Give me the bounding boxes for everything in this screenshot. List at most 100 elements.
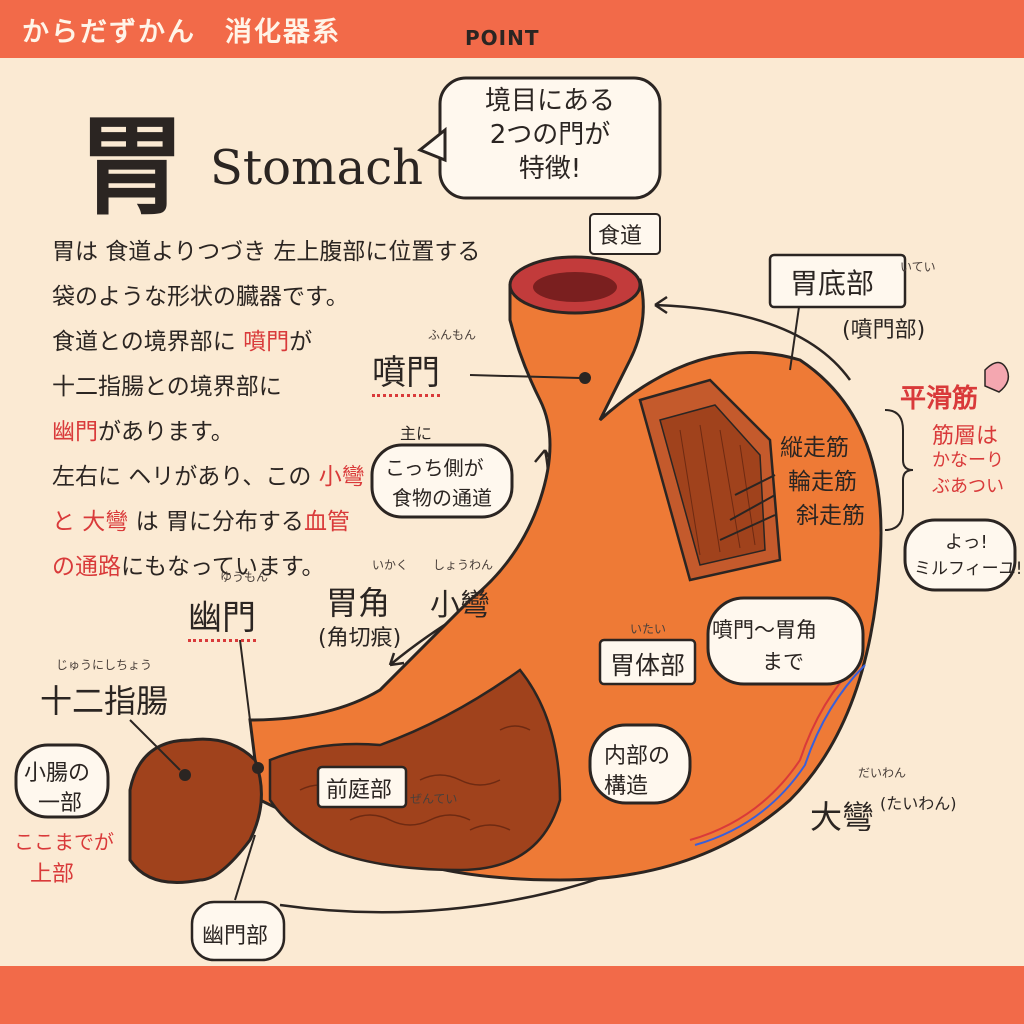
food-path-bubble [370, 443, 514, 519]
label-duodenum-reading: じゅうにしちょう [56, 658, 153, 672]
label-cheer-2: ミルフィーユ! [914, 559, 1023, 579]
label-greater-reading: だいわん [858, 766, 907, 780]
esophagus-lumen [533, 272, 617, 302]
description-pylorus: 幽門 [52, 419, 98, 445]
point-bubble-tail [417, 126, 447, 163]
description-line-3a: 食道との境界部に [52, 329, 244, 355]
point-bubble-text: 境目にある 2つの門が 特徴! [440, 84, 660, 186]
label-pylorus-reading: ゆうもん [220, 570, 269, 584]
label-fundus-alt: (噴門部) [842, 318, 926, 343]
antrum-box [316, 765, 408, 809]
description-vessels: 血管 [303, 509, 350, 535]
label-up-to-here-2: 上部 [30, 862, 75, 887]
label-food-path-2: 食物の通道 [392, 486, 492, 510]
description-line-5: 幽門があります。 [52, 410, 522, 455]
description-line-6: 左右に ヘリがあり、この 小彎 [52, 455, 522, 500]
title-kanji: 胃 [78, 104, 187, 230]
label-longitudinal: 縦走筋 [780, 435, 849, 461]
label-body: 胃体部 [610, 651, 686, 680]
description-line-5b: があります。 [98, 419, 234, 445]
label-angle: 胃角 [326, 584, 391, 622]
label-fundus-reading: いてい [900, 260, 936, 274]
body-box [598, 638, 697, 686]
label-greater-alt: (たいわん) [880, 794, 957, 813]
description-line-4: 十二指腸との境界部に [52, 374, 282, 400]
label-muscle-layer-2: かなーり [932, 450, 1004, 471]
description-line-2: 袋のような形状の臓器です。 [52, 284, 349, 310]
pyloric-part-bubble [190, 900, 286, 962]
blood-vessels [689, 659, 866, 846]
fundus-arrowhead [654, 295, 668, 315]
label-body-reading: いたい [630, 622, 667, 636]
description-line-7: と 大彎 は 胃に分布する血管 [52, 500, 522, 545]
point-label: POINT [465, 26, 540, 50]
cardia-marker [579, 372, 591, 384]
label-food-path-1: こっち側が [385, 456, 484, 480]
muscle-bracket [884, 409, 914, 531]
duodenum-marker [179, 769, 191, 781]
label-lesser-curvature: 小彎 [430, 588, 490, 623]
small-intestine-bubble [14, 743, 110, 819]
body-range-bubble [706, 596, 865, 686]
leader-lines [129, 299, 801, 901]
label-mainly: 主に [400, 424, 433, 443]
title-english: Stomach [210, 140, 423, 196]
label-oblique: 斜走筋 [796, 503, 865, 529]
label-antrum-reading: ぜんてい [410, 792, 458, 806]
cheer-bubble [903, 518, 1017, 592]
label-muscle-layer-1: 筋層は [932, 424, 999, 449]
label-cheer-1: よっ! [945, 532, 988, 553]
point-line-2: 2つの門が [489, 120, 611, 150]
label-inner-1: 内部の [604, 744, 671, 769]
label-angle-reading: いかく [372, 558, 409, 572]
description-line-8: の通路にもなっています。 [52, 545, 522, 590]
pylorus-marker [252, 762, 264, 774]
description-line-8b: にもなっています。 [121, 554, 325, 580]
footer-banner [0, 966, 1024, 1024]
label-up-to-here-1: ここまでが [14, 830, 114, 854]
esophagus-box [589, 213, 661, 255]
label-pylorus: 幽門 [188, 590, 256, 642]
description-line-6a: 左右に ヘリがあり、この [52, 464, 319, 490]
label-small-intestine-2: 一部 [38, 791, 83, 816]
description-line-3: 食道との境界部に 噴門が [52, 320, 522, 365]
description-greater: と 大彎 [52, 509, 129, 535]
header-banner: からだずかん 消化器系 [0, 0, 1024, 58]
description-line-1: 胃は 食道よりつづき 左上腹部に位置する [52, 239, 481, 265]
label-greater-curvature: 大彎 [810, 798, 875, 836]
fundus-box [768, 253, 907, 309]
label-smooth-muscle: 平滑筋 [900, 384, 979, 414]
point-line-3: 特徴! [518, 154, 582, 184]
label-lesser-reading: しょうわん [433, 558, 494, 572]
angle-arrowhead [388, 652, 405, 667]
label-small-intestine-1: 小腸の [24, 761, 91, 786]
label-inner-2: 構造 [604, 774, 649, 799]
label-cardia: 噴門 [372, 345, 440, 397]
label-fundus: 胃底部 [790, 267, 875, 300]
label-esophagus: 食道 [598, 224, 643, 249]
duodenum [128, 737, 263, 884]
description-line-7b: は 胃に分布する [128, 509, 304, 535]
label-angle-alt: (角切痕) [318, 626, 402, 651]
inner-lining-cutaway [268, 668, 562, 872]
label-cardia-reading: ふんもん [428, 328, 477, 342]
description-line-3c: が [289, 329, 313, 355]
description-cardia: 噴門 [243, 329, 290, 355]
label-muscle-layer-3: ぶあつい [932, 476, 1004, 497]
label-duodenum: 十二指腸 [40, 682, 169, 720]
flex-arm-icon [984, 361, 1010, 393]
point-line-1: 境目にある [484, 86, 615, 116]
label-body-range-1: 噴門〜胃角 [712, 618, 817, 642]
header-title: からだずかん 消化器系 [22, 17, 341, 48]
fundus-arrow [654, 303, 852, 381]
label-antrum: 前庭部 [326, 778, 393, 803]
description: 胃は 食道よりつづき 左上腹部に位置する 袋のような形状の臓器です。 食道との境… [52, 230, 522, 590]
description-path: の通路 [52, 554, 121, 580]
description-lesser: 小彎 [318, 464, 365, 490]
label-pyloric-part: 幽門部 [202, 924, 269, 949]
inner-bubble [588, 723, 692, 805]
muscle-fiber-lines [679, 424, 756, 556]
label-circular: 輪走筋 [788, 469, 857, 495]
label-body-range-2: まで [762, 650, 804, 674]
